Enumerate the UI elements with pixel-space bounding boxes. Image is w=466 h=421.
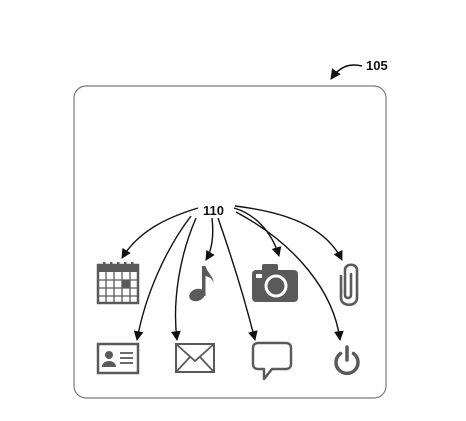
arrow-to-speech xyxy=(217,217,258,341)
arrow-to-camera xyxy=(233,207,282,257)
icons-reference-label: 110 xyxy=(203,203,224,218)
arrow-to-calendar xyxy=(121,207,199,259)
envelope-icon xyxy=(175,343,215,373)
speech-bubble-icon xyxy=(251,341,293,381)
arrow-to-envelope xyxy=(171,217,197,341)
arrow-to-contact xyxy=(133,215,192,341)
contact-card-icon xyxy=(96,342,140,375)
arrow-to-music xyxy=(205,217,215,261)
device-reference-label: 105 xyxy=(366,58,388,73)
arrow-to-power xyxy=(235,211,344,341)
leader-arrows xyxy=(121,205,344,341)
power-icon xyxy=(334,345,360,376)
arrow-to-paperclip xyxy=(234,205,343,261)
paperclip-icon xyxy=(339,263,359,307)
music-note-icon xyxy=(189,266,214,302)
device-leader-arrow xyxy=(330,64,363,80)
calendar-icon xyxy=(96,262,140,305)
device-frame xyxy=(73,85,387,399)
camera-icon xyxy=(252,264,298,302)
